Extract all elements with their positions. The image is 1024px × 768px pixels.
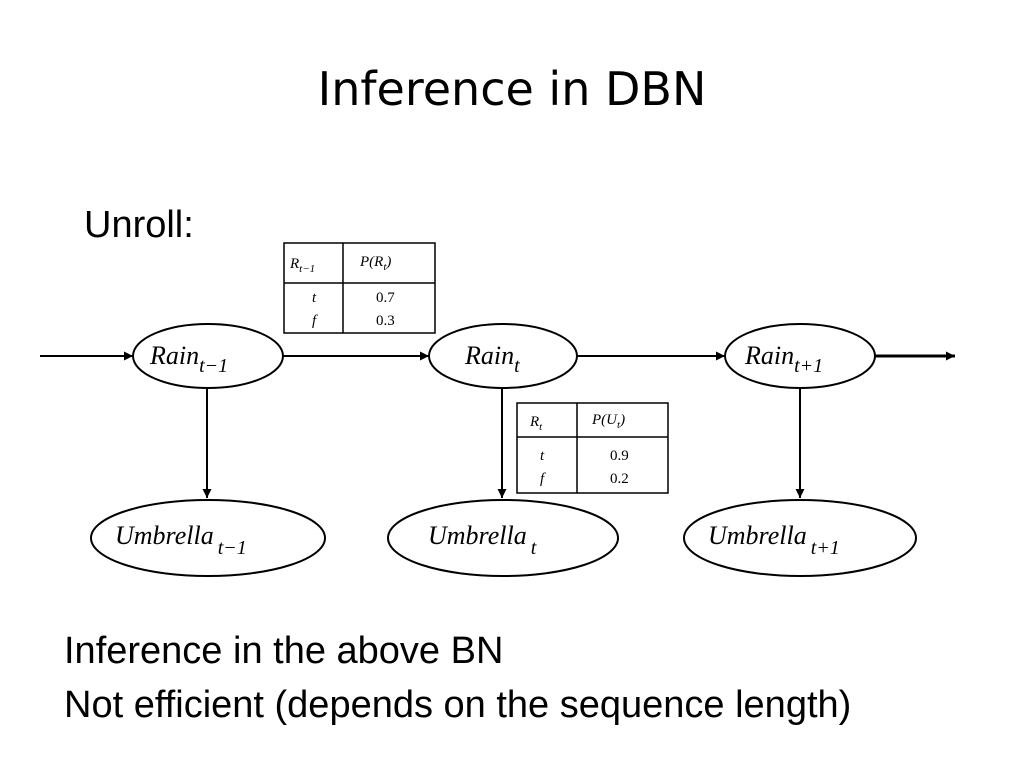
transition-cpt-header-prob: P(Rt)	[359, 254, 391, 273]
transition-cpt-row-true-condition: t	[312, 290, 317, 306]
bullet-inference: Inference in the above BN	[64, 630, 504, 672]
slide-title: Inference in DBN	[317, 62, 707, 116]
rain-node-label: Rain	[149, 341, 199, 370]
transition-cpt-header-condition: Rt−1	[289, 256, 315, 275]
rain-node-t: Raint	[428, 323, 578, 389]
rain-node-subscript: t−1	[199, 355, 228, 377]
umbrella-node-subscript: t−1	[218, 537, 247, 559]
sensor-cpt-header-prob: P(Ut)	[591, 412, 625, 431]
unroll-label: Unroll:	[84, 204, 194, 246]
rain-node-label: Rain	[744, 341, 794, 370]
umbrella-node-label: Umbrella	[708, 521, 807, 550]
svg-text:Raint: Raint	[464, 341, 520, 377]
sensor-cpt-row-true-value: 0.9	[610, 448, 629, 464]
sensor-cpt-row-true-condition: t	[540, 448, 545, 464]
umbrella-node-label: Umbrella	[115, 521, 214, 550]
rain-node-t-plus-1: Raint+1	[724, 323, 876, 389]
rain-node-subscript: t+1	[794, 355, 823, 377]
sensor-cpt: Rt P(Ut) t 0.9 f 0.2	[516, 402, 669, 494]
svg-text:Raint−1: Raint−1	[149, 341, 228, 377]
svg-text:Raint+1: Raint+1	[744, 341, 823, 377]
rain-node-label: Rain	[464, 341, 514, 370]
sensor-cpt-row-false-value: 0.2	[610, 471, 629, 487]
rain-node-t-minus-1: Raint−1	[132, 323, 284, 389]
umbrella-node-subscript: t+1	[811, 537, 840, 559]
transition-cpt-row-false-condition: f	[312, 313, 318, 329]
sensor-cpt-header-condition: Rt	[529, 414, 543, 433]
transition-cpt-row-false-value: 0.3	[376, 313, 395, 329]
umbrella-node-label: Umbrella	[428, 521, 527, 550]
umbrella-node-subscript: t	[531, 537, 537, 559]
bullet-not-efficient: Not efficient (depends on the sequence l…	[64, 684, 852, 726]
transition-cpt-row-true-value: 0.7	[376, 290, 395, 306]
transition-cpt: Rt−1 P(Rt) t 0.7 f 0.3	[283, 242, 436, 334]
rain-node-subscript: t	[514, 355, 520, 377]
sensor-cpt-row-false-condition: f	[540, 471, 546, 487]
